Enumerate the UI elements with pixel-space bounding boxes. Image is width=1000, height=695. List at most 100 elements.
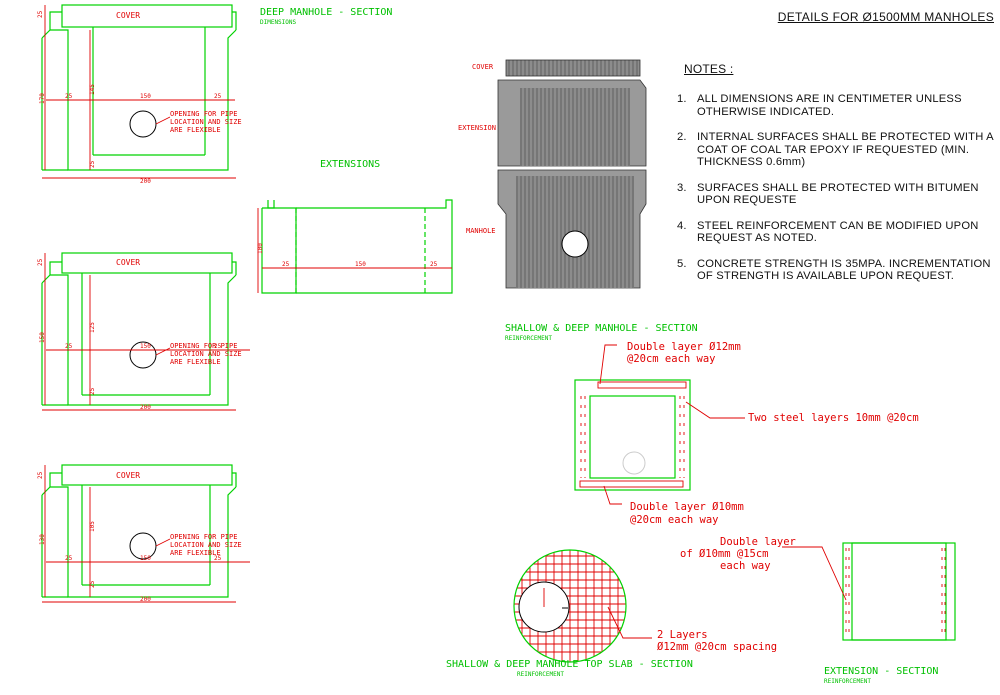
note-text: STEEL REINFORCEMENT CAN BE MODIFIED UPON… (697, 219, 979, 245)
dim-height: 130 (39, 534, 46, 545)
opening-note-line1: OPENING FOR PIPE (170, 342, 237, 350)
note-text: SURFACES SHALL BE PROTECTED WITH BITUMEN… (697, 181, 979, 207)
bottom-note-line1: Double layer Ø10mm (630, 501, 744, 513)
wall-line (41, 274, 51, 284)
side-note: Two steel layers 10mm @20cm (748, 412, 919, 424)
note-number: 2. (677, 131, 687, 143)
notes-panel: NOTES : 1. ALL DIMENSIONS ARE IN CENTIMET… (677, 62, 997, 296)
wall-left-top (49, 11, 62, 30)
wall-left (261, 207, 297, 294)
wall-line (232, 261, 237, 275)
outer-outline (842, 542, 956, 641)
leader-line (155, 538, 171, 547)
slab-outline (513, 549, 627, 663)
reinforcement-section: SHALLOW & DEEP MANHOLE - SECTION REINFOR… (505, 323, 919, 526)
dim-inner-height: 145 (89, 84, 96, 95)
top-note-line2: @20cm each way (627, 353, 716, 365)
extensions-title: EXTENSIONS (320, 159, 380, 170)
dim-height: 100 (257, 243, 264, 254)
dim-overall-width: 200 (140, 404, 151, 411)
dim-wall-left: 25 (282, 261, 290, 268)
top-bars (597, 381, 687, 389)
opening-note-line3: ARE FLEXIBLE (170, 549, 221, 557)
opening-note-line2: LOCATION AND SIZE (170, 118, 242, 126)
dim-base: 25 (89, 580, 96, 588)
dim-wall-left: 25 (65, 343, 73, 350)
ext-section-title: EXTENSION - SECTION (824, 666, 938, 677)
reinforcement-title: SHALLOW & DEEP MANHOLE - SECTION (505, 323, 698, 334)
dim-wall-left: 25 (65, 555, 73, 562)
dim-inner-width: 150 (140, 555, 151, 562)
note-number: 1. (677, 93, 687, 105)
pipe-opening (129, 110, 157, 138)
cover-label: COVER (116, 258, 140, 267)
reinforcement-subtitle: REINFORCEMENT (505, 335, 552, 342)
bottom-bars (579, 480, 684, 488)
opening-note-line2: LOCATION AND SIZE (170, 350, 242, 358)
dim-inner-width: 150 (355, 261, 366, 268)
dim-inner-width: 150 (140, 343, 151, 350)
notes-heading: NOTES : (684, 62, 734, 76)
extension-reinforcement-section: Double layer of Ø10mm @15cm each way EXT… (680, 536, 956, 685)
pipe-opening (622, 451, 646, 475)
elevation-cover-label: COVER (472, 63, 494, 71)
shallow-manhole-section: COVER OPENING FOR PIPE LOCATION AND SIZE… (37, 464, 250, 603)
dim-cover-thickness: 25 (37, 10, 44, 18)
joint-detail (267, 200, 275, 209)
sheet-title: DETAILS FOR Ø1500MM MANHOLES (777, 10, 994, 24)
dim-overall-width: 200 (140, 596, 151, 603)
top-slab-subtitle: REINFORCEMENT (517, 671, 564, 678)
outer-profile (50, 486, 237, 598)
note-item: 2. INTERNAL SURFACES SHALL BE PROTECTED W… (677, 131, 997, 169)
leader-line (599, 344, 617, 385)
wall-line (41, 486, 51, 496)
note-text: ALL DIMENSIONS ARE IN CENTIMETER UNLESS … (697, 93, 962, 118)
wall-line (49, 261, 62, 275)
manhole-elevation: COVER EXTENSION MANHOLE (458, 59, 647, 289)
outer-profile (50, 29, 237, 171)
note-number: 3. (677, 181, 687, 194)
outer-profile (50, 274, 237, 406)
wall-right (425, 199, 453, 294)
top-slab-title: SHALLOW & DEEP MANHOLE TOP SLAB - SECTIO… (446, 659, 693, 670)
ext-note-line3: each way (720, 560, 771, 572)
inner-outline (589, 395, 676, 479)
ext-note-line1: Double layer (720, 536, 796, 548)
opening-note-line2: LOCATION AND SIZE (170, 541, 242, 549)
dim-height: 170 (39, 93, 46, 104)
section-subtitle: DIMENSIONS (260, 19, 297, 26)
dim-wall-right: 25 (214, 555, 222, 562)
elevation-cover (505, 59, 641, 77)
leader-line (782, 546, 847, 601)
dim-cover-thickness: 25 (37, 471, 44, 479)
ext-note-line2: of Ø10mm @15cm (680, 548, 769, 560)
note-item: 1. ALL DIMENSIONS ARE IN CENTIMETER UNLES… (677, 93, 997, 118)
bottom-note-line2: @20cm each way (630, 514, 719, 526)
dim-wall-right: 25 (430, 261, 438, 268)
outer-outline (574, 379, 691, 491)
opening-note-line1: OPENING FOR PIPE (170, 533, 237, 541)
cover-slab (61, 4, 233, 28)
note-item: 3. SURFACES SHALL BE PROTECTED WITH BITUM… (677, 182, 997, 207)
section-title: DEEP MANHOLE - SECTION (260, 7, 392, 18)
dim-cover-thickness: 25 (37, 258, 44, 266)
top-note-line1: Double layer Ø12mm (627, 341, 741, 353)
slab-note-line2: Ø12mm @20cm spacing (657, 641, 777, 653)
note-number: 4. (677, 219, 687, 232)
note-text: CONCRETE STRENGTH IS 35MPA. INCREMENTATI… (697, 257, 991, 283)
slab-note-line1: 2 Layers (657, 629, 708, 641)
ext-section-subtitle: REINFORCEMENT (824, 678, 871, 685)
note-item: 5.CONCRETE STRENGTH IS 35MPA. INCREMENTA… (677, 258, 997, 283)
leader-line (155, 347, 171, 356)
leader-line (155, 116, 171, 125)
opening-note-line3: ARE FLEXIBLE (170, 358, 221, 366)
wall-right-top (232, 11, 237, 30)
dim-wall-right: 25 (214, 93, 222, 100)
top-slab-section: 2 Layers Ø12mm @20cm spacing SHALLOW & D… (446, 549, 777, 678)
leader-line (685, 401, 745, 419)
cover-slab (61, 252, 233, 274)
cover-label: COVER (116, 11, 140, 20)
note-text: INTERNAL SURFACES SHALL BE PROTECTED WIT… (697, 131, 994, 168)
dim-inner-height: 105 (89, 521, 96, 532)
opening-note-line1: OPENING FOR PIPE (170, 110, 237, 118)
